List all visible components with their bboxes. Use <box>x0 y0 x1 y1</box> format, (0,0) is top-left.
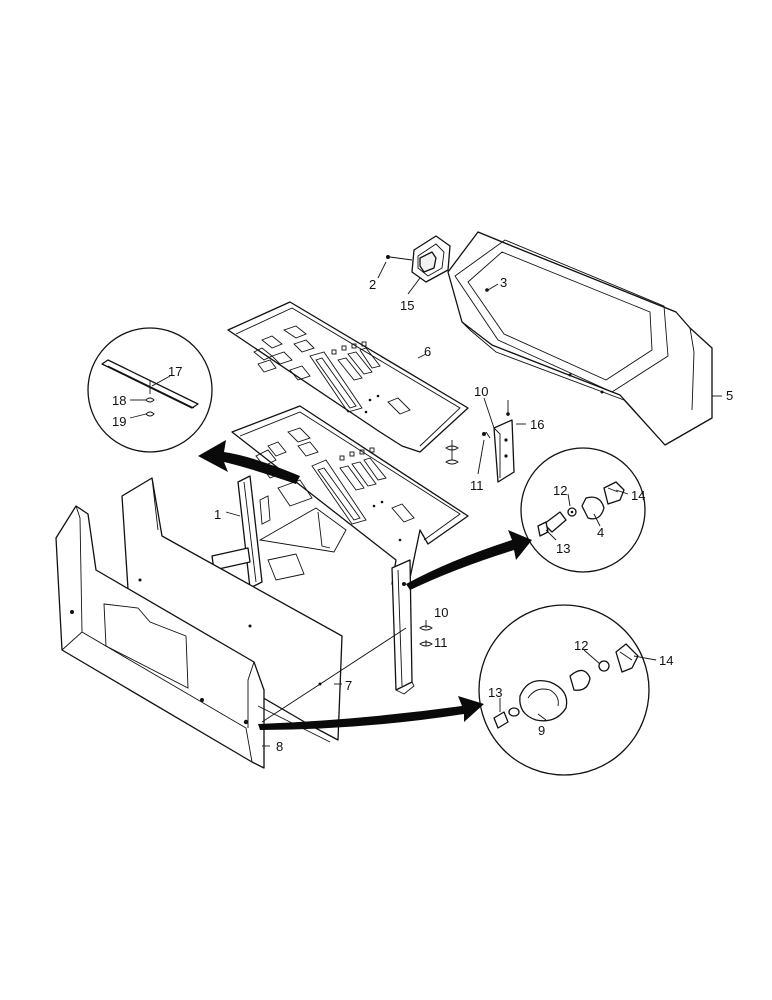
callout-16: 16 <box>530 417 544 432</box>
callout-10a: 10 <box>474 384 488 399</box>
detail-view-fasteners-lower <box>478 604 650 776</box>
callout-7: 7 <box>345 678 352 693</box>
callout-19: 19 <box>112 414 126 429</box>
hardware-washers-upper <box>445 432 486 465</box>
part-bracket <box>493 400 515 483</box>
callout-18: 18 <box>112 393 126 408</box>
hardware-washers-lower <box>419 625 433 647</box>
callout-2: 2 <box>369 277 376 292</box>
part-hood-cowl <box>447 231 713 446</box>
callout-14a: 14 <box>631 488 645 503</box>
callout-5: 5 <box>726 388 733 403</box>
part-lamp-box <box>386 235 451 283</box>
callout-labels: 1 2 3 4 5 6 7 8 9 10 10 11 11 12 12 13 1… <box>112 275 733 754</box>
arrow-to-bar-detail <box>198 440 300 484</box>
detail-view-bar <box>87 327 213 453</box>
callout-17: 17 <box>168 364 182 379</box>
callout-10b: 10 <box>434 605 448 620</box>
part-dash-frame <box>211 405 469 695</box>
callout-6: 6 <box>424 344 431 359</box>
callout-12a: 12 <box>553 483 567 498</box>
arrow-to-upper-fasteners <box>406 530 532 590</box>
callout-9: 9 <box>538 723 545 738</box>
callout-15: 15 <box>400 298 414 313</box>
callout-1: 1 <box>214 507 221 522</box>
callout-8: 8 <box>276 739 283 754</box>
callout-11b: 11 <box>434 635 448 650</box>
callout-14b: 14 <box>659 653 673 668</box>
detail-view-fasteners-upper <box>520 447 646 573</box>
callout-11a: 11 <box>470 478 484 493</box>
callout-4: 4 <box>597 525 604 540</box>
arrow-to-lower-fasteners <box>258 696 484 730</box>
part-side-panel <box>55 505 265 769</box>
callout-13b: 13 <box>488 685 502 700</box>
part-dash-plate <box>227 301 469 453</box>
callout-3: 3 <box>500 275 507 290</box>
callout-12b: 12 <box>574 638 588 653</box>
callout-13a: 13 <box>556 541 570 556</box>
